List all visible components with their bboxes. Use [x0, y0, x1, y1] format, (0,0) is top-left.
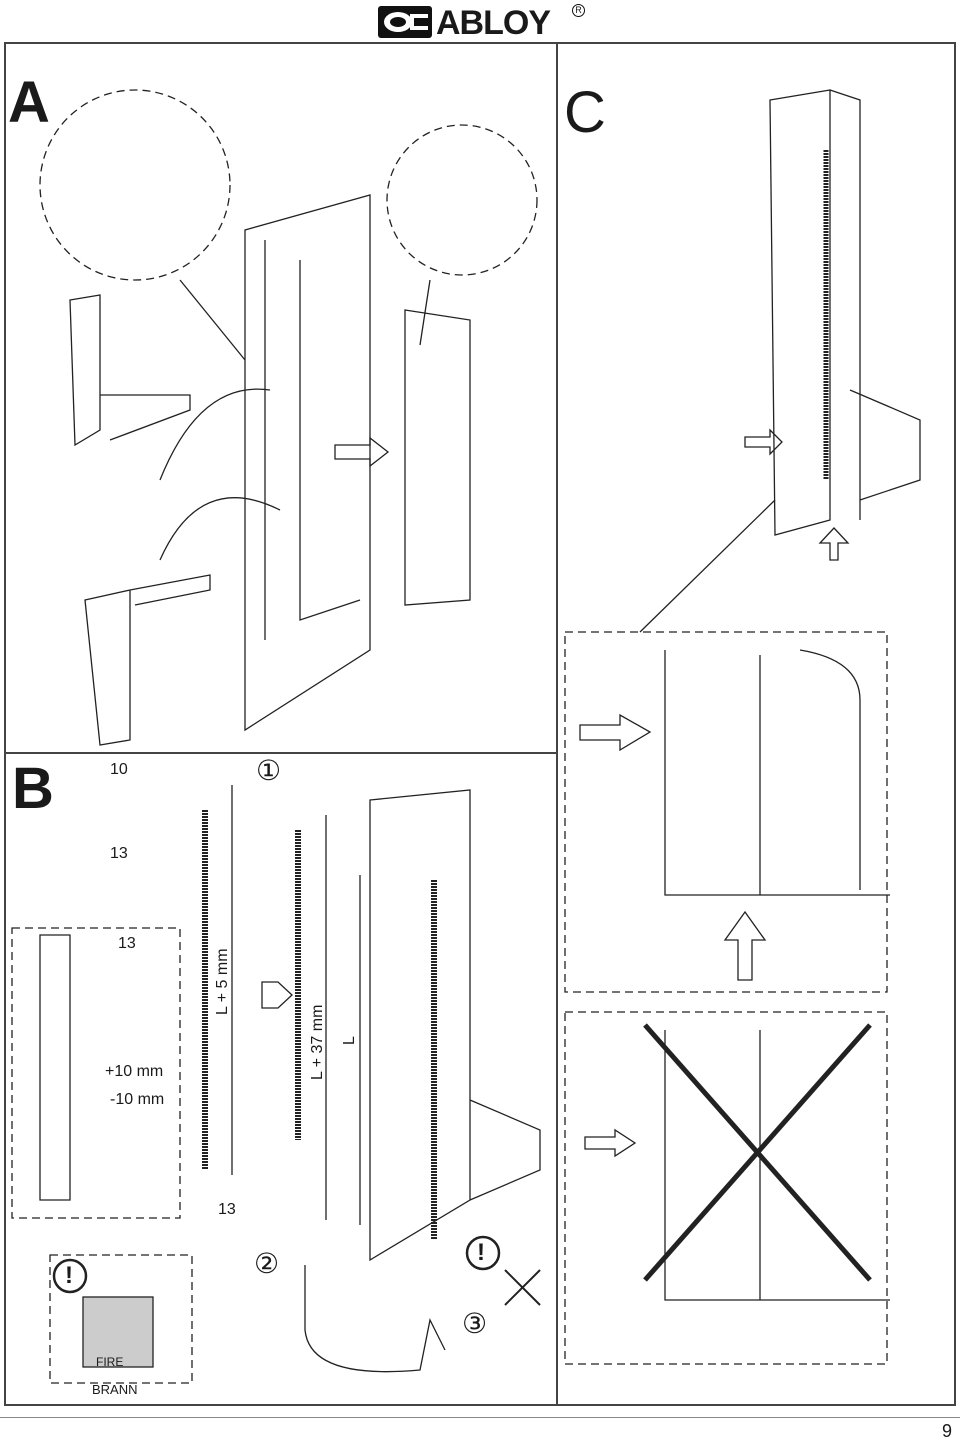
adjust-up-label: +10 mm — [105, 1063, 164, 1080]
step-1: ① — [256, 755, 282, 786]
dimension-rod-2: L + 37 mm — [309, 1004, 326, 1080]
page-number: 9 — [941, 1421, 952, 1441]
panel-b — [4, 752, 558, 1406]
dimension-rod-1: L + 5 mm — [214, 948, 231, 1015]
abloy-logo: ABLOY R — [376, 2, 586, 42]
fire-sign-label: FIRE — [96, 1355, 124, 1369]
wrench-size-4: 13 — [218, 1201, 236, 1218]
panel-c-letter: C — [564, 80, 606, 145]
wrench-size-2: 13 — [110, 845, 128, 862]
panel-a-letter: A — [8, 70, 50, 135]
registered-mark: R — [572, 4, 585, 17]
adjust-down-label: -10 mm — [110, 1091, 165, 1108]
panel-b-drawing — [11, 785, 541, 1384]
step-3: ③ — [462, 1308, 488, 1339]
wrench-size-3: 13 — [118, 935, 136, 952]
dimension-door: L — [341, 1036, 358, 1045]
panel-c — [556, 42, 956, 1406]
panel-a-drawing — [39, 89, 538, 746]
panel-b-letter: B — [12, 756, 54, 821]
fire-caption: BRANN — [92, 1382, 138, 1397]
wrench-size-1: 10 — [110, 761, 128, 778]
footer-divider — [0, 1417, 960, 1418]
warning-icon: ! — [65, 1262, 73, 1289]
brand-name: ABLOY — [436, 4, 551, 42]
warning-icon-2: ! — [477, 1239, 485, 1266]
step-2: ② — [254, 1248, 280, 1279]
panel-c-drawing — [564, 89, 921, 1365]
